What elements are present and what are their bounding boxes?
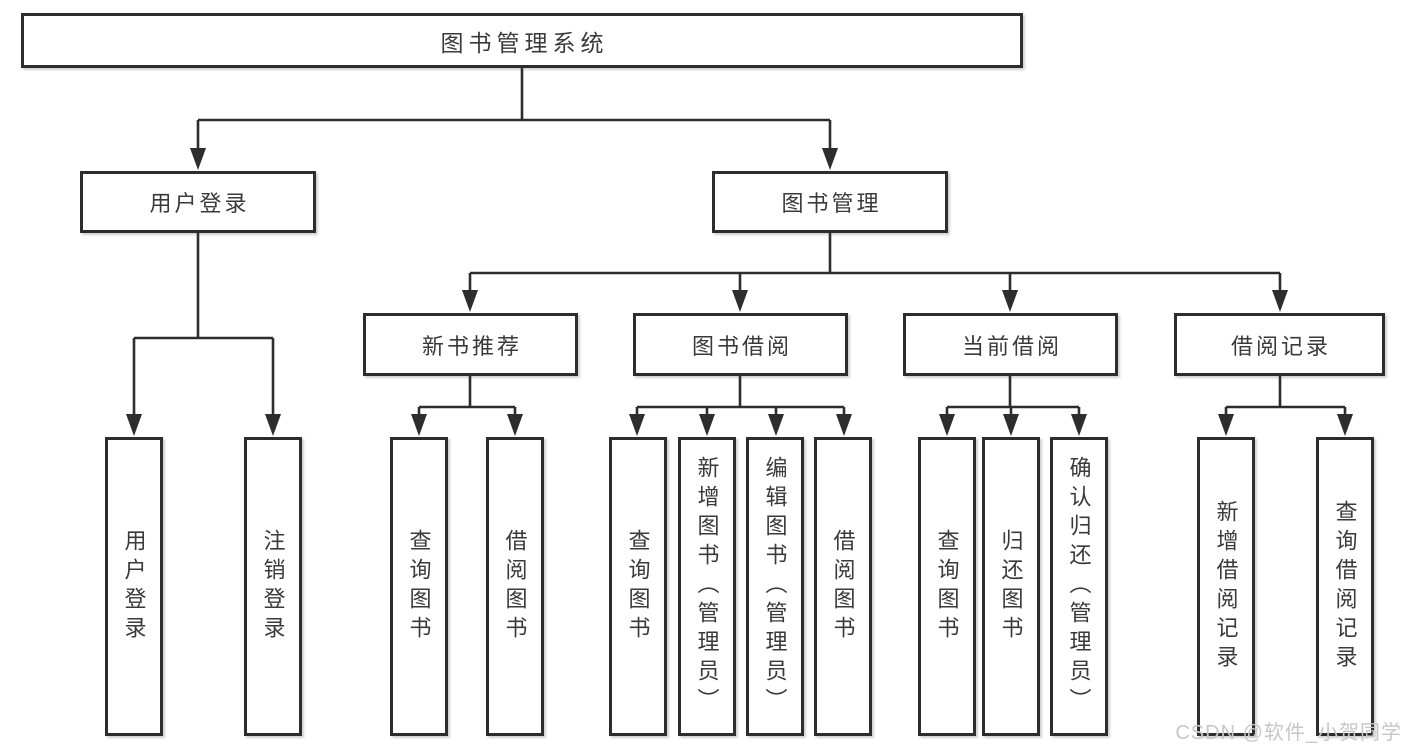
connector-root-to-level2 — [196, 68, 832, 150]
node-root-label: 图书管理系统 — [440, 29, 609, 56]
leaf-bb-edit-books-admin: 编辑图书（管理员） — [746, 437, 804, 736]
node-root: 图书管理系统 — [21, 13, 1023, 68]
leaf-br-add-record-label: 新增借阅记录 — [1213, 499, 1239, 674]
node-book-management: 图书管理 — [712, 171, 948, 233]
leaf-user-login-label: 用户登录 — [121, 528, 147, 645]
leaf-logout-label: 注销登录 — [260, 528, 286, 645]
leaf-user-login: 用户登录 — [105, 437, 163, 736]
node-book-management-label: 图书管理 — [781, 191, 882, 216]
leaf-nb-query-books: 查询图书 — [390, 437, 448, 736]
leaf-bb-add-books-admin: 新增图书（管理员） — [678, 437, 736, 736]
leaf-bb-query-books-label: 查询图书 — [625, 528, 651, 645]
arrowhead-icon — [1002, 290, 1018, 312]
arrowhead-icon — [699, 414, 715, 436]
leaf-cb-confirm-return-admin: 确认归还（管理员） — [1050, 437, 1108, 736]
leaf-bb-edit-books-admin-label: 编辑图书（管理员） — [762, 456, 788, 717]
node-new-book-recommend-label: 新书推荐 — [421, 333, 522, 359]
leaf-bb-add-books-admin-label: 新增图书（管理员） — [694, 456, 720, 717]
arrowhead-icon — [1003, 414, 1019, 436]
node-current-borrowing-label: 当前借阅 — [961, 333, 1062, 359]
connector-new-book-to-leaves — [417, 376, 517, 418]
leaf-bb-borrow-books-label: 借阅图书 — [830, 528, 856, 645]
leaf-nb-borrow-books: 借阅图书 — [486, 437, 544, 736]
leaf-nb-borrow-books-label: 借阅图书 — [502, 528, 528, 645]
leaf-cb-confirm-return-admin-label: 确认归还（管理员） — [1066, 456, 1092, 717]
arrowhead-icon — [126, 414, 142, 436]
leaf-cb-query-books-label: 查询图书 — [934, 528, 960, 645]
connector-current-borrow-to-leaves — [945, 376, 1081, 418]
arrowhead-icon — [1071, 414, 1087, 436]
arrowhead-icon — [836, 414, 852, 436]
leaf-bb-borrow-books: 借阅图书 — [814, 437, 872, 736]
leaf-br-query-record-label: 查询借阅记录 — [1332, 499, 1358, 674]
node-user-login-label: 用户登录 — [149, 191, 250, 216]
connector-records-to-leaves — [1224, 376, 1347, 418]
watermark: CSDN @软件_小贺同学 — [1175, 722, 1402, 744]
arrowhead-icon — [1218, 414, 1234, 436]
leaf-br-query-record: 查询借阅记录 — [1316, 437, 1374, 736]
arrowhead-icon — [1337, 414, 1353, 436]
node-borrowing-records: 借阅记录 — [1174, 313, 1385, 376]
leaf-br-add-record: 新增借阅记录 — [1197, 437, 1255, 736]
connector-user-login-to-leaves — [132, 233, 275, 418]
connector-book-borrow-to-leaves — [635, 376, 846, 418]
node-book-borrowing-label: 图书借阅 — [691, 333, 792, 359]
node-current-borrowing: 当前借阅 — [903, 313, 1118, 376]
connector-book-mgmt-to-level3 — [468, 233, 1282, 292]
node-user-login: 用户登录 — [80, 171, 316, 233]
arrowhead-icon — [507, 414, 523, 436]
leaf-cb-return-books-label: 归还图书 — [998, 528, 1024, 645]
arrowhead-icon — [190, 148, 206, 170]
leaf-cb-query-books: 查询图书 — [918, 437, 976, 736]
arrowhead-icon — [462, 290, 478, 312]
node-new-book-recommend: 新书推荐 — [363, 313, 578, 376]
leaf-logout: 注销登录 — [244, 437, 302, 736]
arrowhead-icon — [411, 414, 427, 436]
arrowhead-icon — [768, 414, 784, 436]
arrowhead-icon — [265, 414, 281, 436]
arrowhead-icon — [939, 414, 955, 436]
leaf-nb-query-books-label: 查询图书 — [406, 528, 432, 645]
arrowhead-icon — [1272, 290, 1288, 312]
arrowhead-icon — [822, 148, 838, 170]
arrowhead-icon — [629, 414, 645, 436]
node-book-borrowing: 图书借阅 — [633, 313, 848, 376]
leaf-bb-query-books: 查询图书 — [609, 437, 667, 736]
node-borrowing-records-label: 借阅记录 — [1230, 333, 1331, 359]
arrowhead-icon — [732, 290, 748, 312]
leaf-cb-return-books: 归还图书 — [982, 437, 1040, 736]
